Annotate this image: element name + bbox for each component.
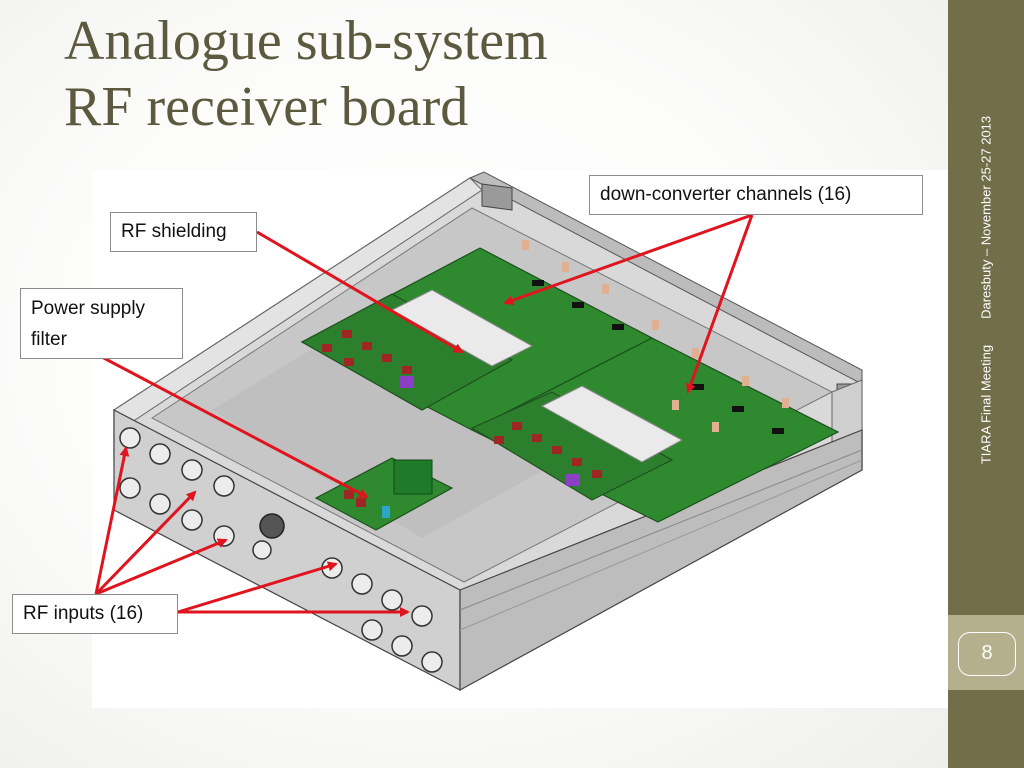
callout-rf-shielding: RF shielding [110,212,257,252]
title-line-1: Analogue sub-system [64,10,548,72]
sidebar-page-band [948,615,1024,690]
title-line-2: RF receiver board [64,76,469,138]
meeting-name: TIARA Final Meeting [978,344,994,465]
footer-text: TIARA Final Meeting Daresbuty – November … [979,116,994,464]
callout-power-supply-filter: Power supply filter [20,288,183,359]
callout-down-converter-channels: down-converter channels (16) [589,175,923,215]
page-number: 8 [958,632,1016,676]
slide-title: Analogue sub-system RF receiver board [64,8,548,140]
callout-rf-inputs: RF inputs (16) [12,594,178,634]
meeting-location-date: Daresbuty – November 25-27 2013 [978,115,994,319]
